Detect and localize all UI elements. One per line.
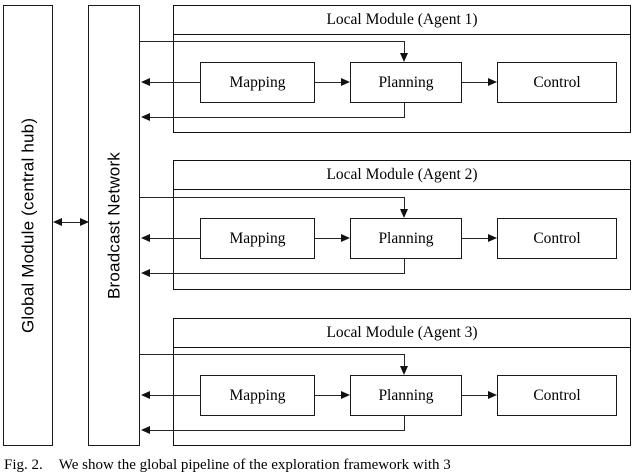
stage-label-control: Control — [533, 73, 581, 91]
connector-broadcast-to-planning-arrowhead — [400, 209, 408, 218]
global-module-label: Global Module (central hub) — [18, 117, 38, 334]
connector-mapping-to-planning — [315, 82, 341, 83]
connector-mapping-to-planning-arrowhead — [341, 390, 350, 399]
local-module-title: Local Module (Agent 1) — [174, 6, 630, 35]
stage-box-mapping: Mapping — [200, 62, 315, 103]
connector-mapping-to-broadcast-arrowhead — [141, 233, 150, 242]
connector-mapping-to-planning-arrowhead — [341, 233, 350, 242]
connector-broadcast-to-planning-drop — [404, 354, 405, 368]
stage-label-planning: Planning — [378, 229, 434, 247]
connector-broadcast-to-planning-arrowhead — [400, 366, 408, 375]
connector-broadcast-to-planning — [140, 197, 405, 198]
connector-planning-to-control — [462, 82, 488, 83]
connector-mapping-to-planning-arrowhead — [341, 77, 350, 86]
connector-broadcast-to-planning — [140, 354, 405, 355]
stage-box-mapping: Mapping — [200, 218, 315, 259]
figure-caption-text: We show the global pipeline of the explo… — [58, 457, 451, 473]
local-module-title: Local Module (Agent 2) — [174, 161, 630, 190]
connector-broadcast-to-planning — [140, 41, 405, 42]
connector-planning-to-broadcast-drop — [404, 103, 405, 118]
stage-label-mapping: Mapping — [229, 73, 286, 91]
global-broadcast-link-arrow-left — [53, 217, 62, 226]
stage-label-mapping: Mapping — [229, 386, 286, 404]
connector-planning-to-control — [462, 395, 488, 396]
connector-planning-to-broadcast-drop — [404, 259, 405, 274]
stage-label-planning: Planning — [378, 73, 434, 91]
connector-broadcast-to-planning-drop — [404, 197, 405, 211]
stage-box-control: Control — [497, 375, 617, 416]
connector-mapping-to-broadcast — [150, 238, 201, 239]
global-broadcast-link-arrow-right — [80, 217, 89, 226]
stage-box-control: Control — [497, 62, 617, 103]
figure-caption-label: Fig. 2. — [4, 457, 43, 473]
connector-broadcast-to-planning-arrowhead — [400, 53, 408, 62]
stage-box-control: Control — [497, 218, 617, 259]
stage-box-planning: Planning — [350, 375, 462, 416]
connector-mapping-to-broadcast — [150, 395, 201, 396]
connector-mapping-to-planning — [315, 395, 341, 396]
stage-box-mapping: Mapping — [200, 375, 315, 416]
stage-label-mapping: Mapping — [229, 229, 286, 247]
connector-mapping-to-planning — [315, 238, 341, 239]
global-module-box: Global Module (central hub) — [3, 5, 53, 446]
connector-planning-to-control — [462, 238, 488, 239]
connector-planning-to-broadcast-drop — [404, 416, 405, 431]
figure-caption: Fig. 2. We show the global pipeline of th… — [4, 456, 638, 475]
connector-planning-to-control-arrowhead — [488, 233, 497, 242]
connector-mapping-to-broadcast-arrowhead — [141, 390, 150, 399]
connector-planning-to-broadcast-arrowhead — [141, 112, 150, 121]
stage-label-control: Control — [533, 386, 581, 404]
connector-planning-to-control-arrowhead — [488, 77, 497, 86]
connector-planning-to-control-arrowhead — [488, 390, 497, 399]
broadcast-network-label: Broadcast Network — [104, 152, 124, 300]
stage-box-planning: Planning — [350, 218, 462, 259]
stage-box-planning: Planning — [350, 62, 462, 103]
connector-planning-to-broadcast — [150, 430, 405, 431]
stage-label-control: Control — [533, 229, 581, 247]
connector-mapping-to-broadcast — [150, 82, 201, 83]
global-broadcast-link-line — [60, 222, 82, 223]
connector-planning-to-broadcast — [150, 117, 405, 118]
connector-mapping-to-broadcast-arrowhead — [141, 77, 150, 86]
connector-planning-to-broadcast-arrowhead — [141, 425, 150, 434]
local-module-title: Local Module (Agent 3) — [174, 319, 630, 348]
stage-label-planning: Planning — [378, 386, 434, 404]
connector-broadcast-to-planning-drop — [404, 41, 405, 55]
connector-planning-to-broadcast-arrowhead — [141, 268, 150, 277]
broadcast-network-box: Broadcast Network — [88, 5, 140, 446]
connector-planning-to-broadcast — [150, 273, 405, 274]
